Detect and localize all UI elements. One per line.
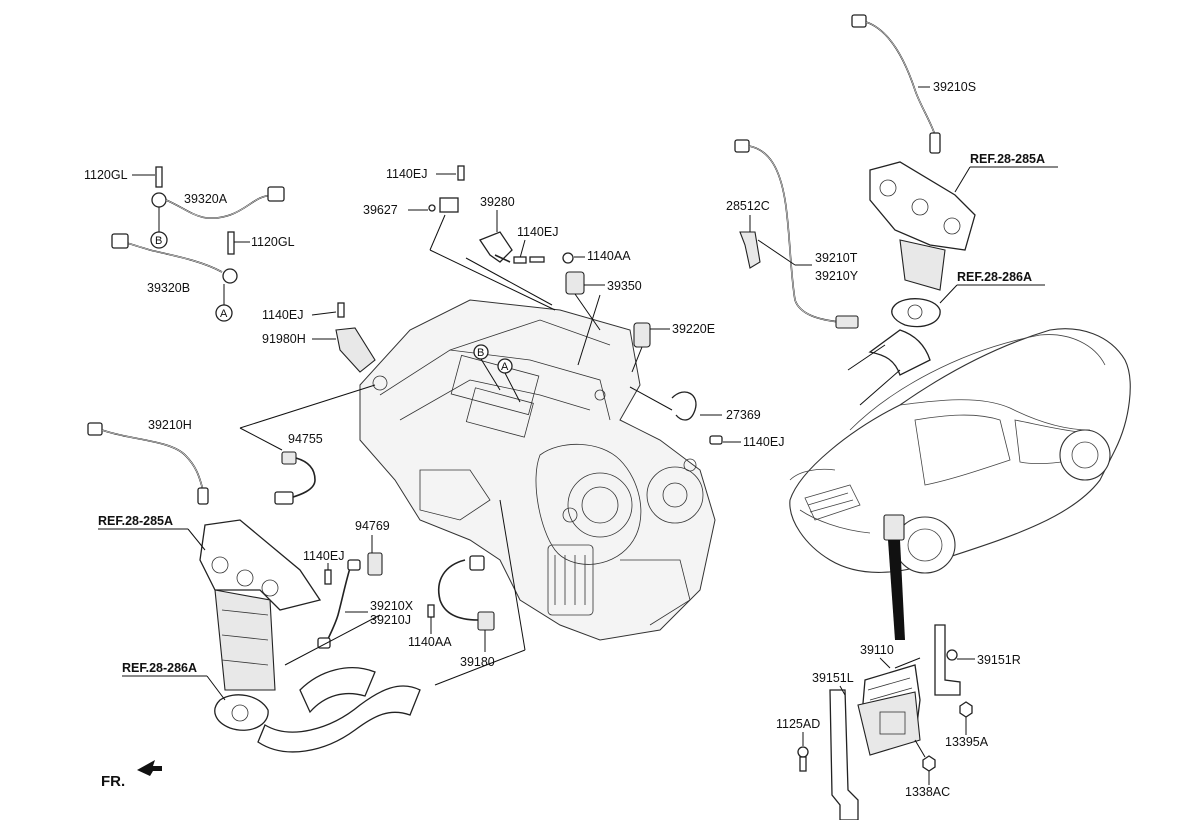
exhaust-pipe-left — [257, 667, 421, 753]
bracket-91980h — [335, 302, 376, 373]
label-91980H: 91980H — [262, 332, 306, 346]
label-39280: 39280 — [480, 195, 515, 209]
label-39151R: 39151R — [977, 653, 1021, 667]
bolt-1140ej-b — [513, 256, 527, 264]
label-39210X: 39210X — [370, 599, 414, 613]
nut-1338ac — [922, 755, 936, 772]
label-13395A: 13395A — [945, 735, 989, 749]
bracket-27369 — [671, 391, 723, 445]
label-39210Y: 39210Y — [815, 269, 859, 283]
label-39110: 39110 — [860, 643, 894, 657]
bracket-28512c — [739, 231, 761, 269]
label-1140EJ-top: 1140EJ — [386, 167, 427, 181]
label-27369: 27369 — [726, 408, 761, 422]
sensor-39280 — [479, 231, 513, 263]
engine-callout-b: B — [473, 344, 501, 391]
label-39210H: 39210H — [148, 418, 192, 432]
sensor-94769 — [367, 535, 383, 576]
label-39180: 39180 — [460, 655, 495, 669]
vehicle-illustration — [789, 328, 1131, 574]
ref-28-286a-left: REF.28-286A — [122, 661, 197, 675]
sensor-39627 — [428, 197, 459, 213]
bolt-1140aa-low — [427, 604, 435, 618]
exhaust-pipe-right — [847, 329, 931, 406]
sensor-39180 — [438, 555, 495, 631]
label-1140AA-low: 1140AA — [408, 635, 452, 649]
bolt-1140ej-top — [457, 165, 465, 181]
bracket-39151r — [934, 624, 961, 696]
svg-text:B: B — [477, 347, 484, 359]
label-28512C: 28512C — [726, 199, 770, 213]
label-1140AA-top: 1140AA — [587, 249, 631, 263]
label-94755: 94755 — [288, 432, 323, 446]
label-39220E: 39220E — [672, 322, 715, 336]
label-39210J: 39210J — [370, 613, 411, 627]
knock-sensor-39320a — [150, 166, 285, 249]
ref-28-286a-right: REF.28-286A — [957, 270, 1032, 284]
knock-sensor-39320b — [111, 231, 238, 322]
label-1120GL-top: 1120GL — [84, 168, 128, 182]
label-39627: 39627 — [363, 203, 398, 217]
ecu-module-39110 — [857, 664, 921, 756]
engine-assembly — [359, 299, 716, 641]
oxygen-sensor-39210t — [734, 139, 859, 329]
sensor-39220e — [631, 322, 651, 373]
front-direction-indicator: FR. — [101, 760, 162, 790]
bolt-1140aa-top — [529, 252, 574, 264]
bolt-1125ad — [797, 746, 809, 772]
exhaust-manifold-left — [199, 519, 322, 731]
bolt-1140ej-low — [324, 569, 332, 585]
sensor-39350 — [565, 271, 601, 331]
label-39320B: 39320B — [147, 281, 190, 295]
circle-b-label: B — [155, 235, 162, 247]
label-1140EJ-right: 1140EJ — [743, 435, 784, 449]
label-39350: 39350 — [607, 279, 642, 293]
label-39210S: 39210S — [933, 80, 976, 94]
circle-a-label: A — [220, 308, 228, 320]
label-39151L: 39151L — [812, 671, 854, 685]
svg-text:FR.: FR. — [101, 773, 125, 790]
label-94769: 94769 — [355, 519, 390, 533]
sensor-94755 — [274, 451, 316, 505]
ref-28-285a-right: REF.28-285A — [970, 152, 1045, 166]
label-39320A: 39320A — [184, 192, 228, 206]
label-1140EJ-b: 1140EJ — [517, 225, 558, 239]
oxygen-sensor-39210h — [87, 422, 209, 505]
oxygen-sensor-39210s — [851, 14, 941, 154]
label-1120GL-mid: 1120GL — [251, 235, 295, 249]
label-1338AC: 1338AC — [905, 785, 950, 799]
nut-13395a — [959, 701, 973, 718]
label-39210T: 39210T — [815, 251, 858, 265]
oxygen-sensor-39210x — [317, 559, 361, 649]
ref-28-285a-left: REF.28-285A — [98, 514, 173, 528]
engine-callout-a: A — [497, 358, 521, 403]
label-1140EJ-left: 1140EJ — [262, 308, 303, 322]
label-1140EJ-low: 1140EJ — [303, 549, 344, 563]
exhaust-manifold-right — [869, 161, 976, 328]
svg-text:A: A — [501, 361, 509, 373]
label-1125AD: 1125AD — [776, 717, 820, 731]
bracket-39151l — [829, 689, 859, 821]
